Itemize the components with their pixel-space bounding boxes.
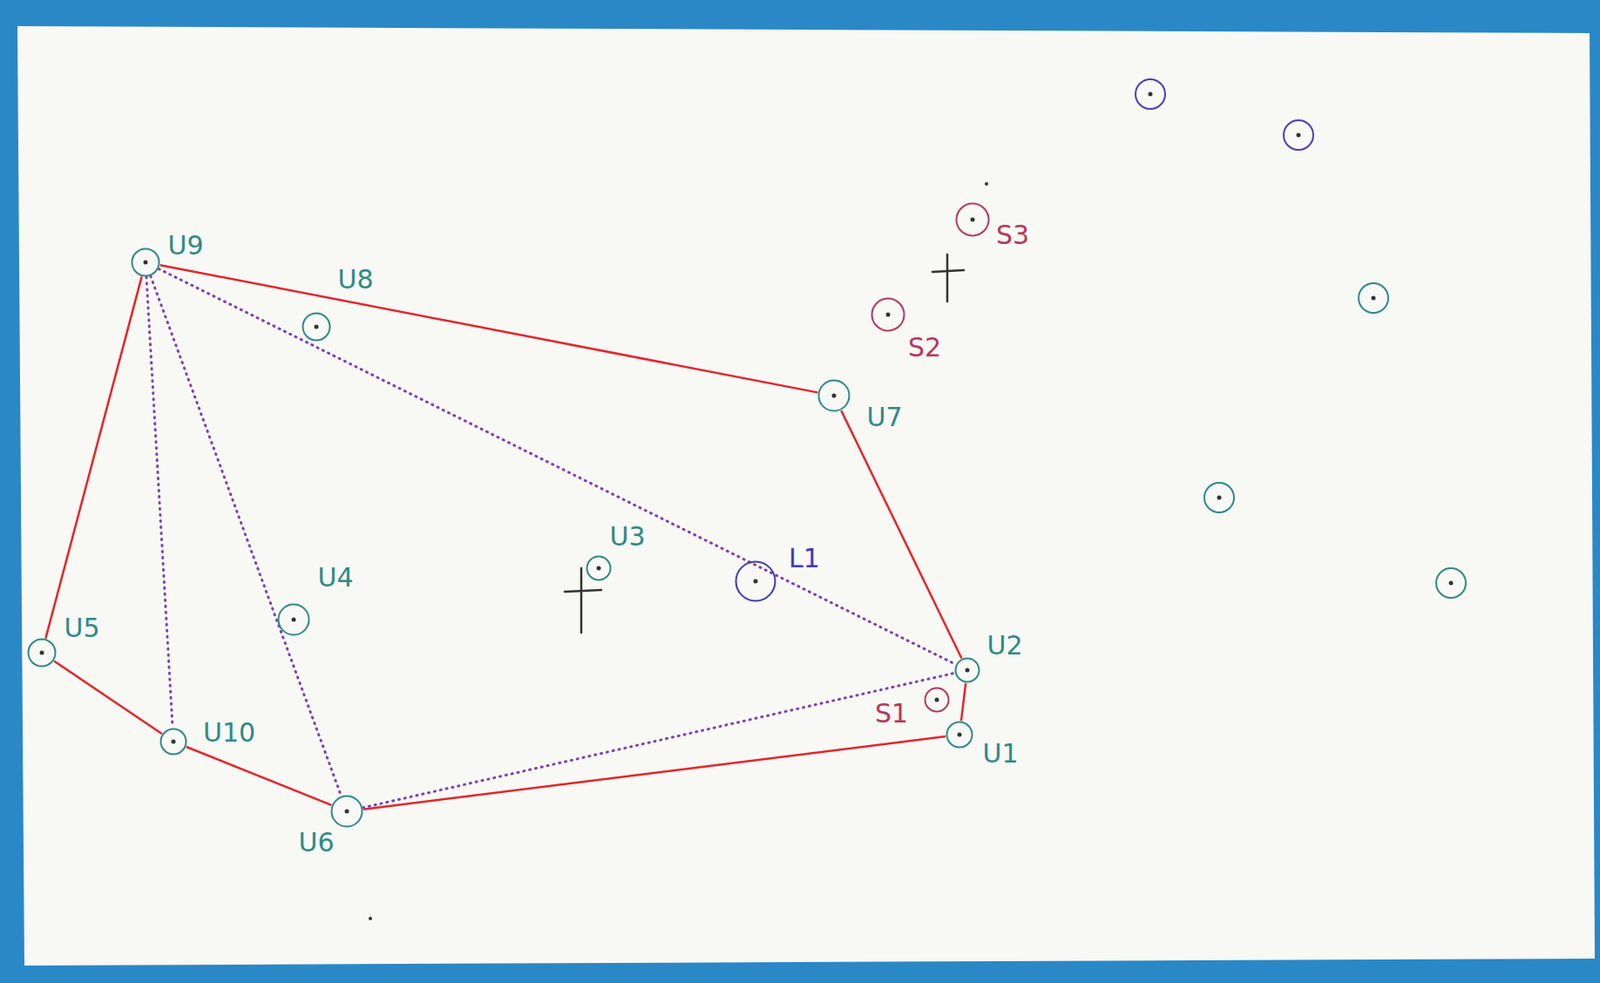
star-node: U10: [159, 727, 188, 756]
paper-sheet: [17, 26, 1595, 966]
star-label: U9: [164, 230, 206, 260]
star-circle: [734, 560, 777, 603]
star-dot: [965, 668, 970, 673]
star-marker: [1204, 283, 1466, 598]
hull-line: [54, 661, 163, 735]
dotted-line: [150, 276, 342, 796]
star-circle: [301, 311, 332, 342]
circle-outline: [278, 604, 310, 636]
star-node: U4: [277, 603, 311, 637]
star-dot: [935, 698, 940, 703]
star-circle: [130, 247, 161, 278]
star-dot: [143, 260, 149, 265]
circle-outline: [303, 313, 331, 341]
star-label: U7: [863, 402, 905, 432]
star-dot: [832, 393, 837, 399]
star-label: U4: [314, 562, 356, 592]
star-dot: [753, 579, 759, 584]
circle-outline: [956, 203, 990, 237]
star-label: U3: [606, 522, 648, 551]
circle-outline: [819, 380, 850, 412]
star-dot: [291, 617, 297, 623]
star-label: U5: [61, 613, 102, 643]
star-node: S3: [955, 202, 990, 238]
dotted-line: [146, 277, 173, 728]
star-node: U3: [585, 555, 612, 582]
star-circle: [277, 603, 311, 637]
circle-outline: [161, 729, 187, 755]
star-circle: [870, 297, 906, 333]
star-node: L1: [734, 560, 777, 603]
star-node: S1: [923, 686, 950, 713]
star-node: U6: [330, 794, 364, 828]
circle-outline: [947, 722, 973, 748]
circle-outline: [872, 298, 905, 332]
star-dot: [314, 325, 319, 330]
star-label: L1: [786, 543, 823, 573]
star-circle: [955, 202, 990, 238]
circle-outline: [587, 556, 611, 581]
hull-line: [363, 736, 946, 810]
star-label: S2: [905, 332, 944, 362]
circle-outline: [925, 688, 950, 712]
star-dot: [886, 312, 891, 318]
star-label: S3: [993, 220, 1032, 250]
star-marker: [1135, 79, 1314, 150]
star-node: U7: [817, 379, 851, 413]
star-dot: [40, 650, 45, 656]
circle-outline: [736, 562, 776, 602]
star-dot: [596, 566, 602, 571]
star-circle: [945, 720, 974, 749]
star-label: U2: [983, 630, 1025, 660]
star-label: U8: [334, 264, 376, 294]
star-circle: [159, 727, 188, 756]
star-dot: [345, 809, 350, 814]
star-circle: [27, 637, 57, 668]
star-dot: [368, 92, 1454, 922]
cross-mark: [564, 254, 964, 633]
hull-line: [961, 683, 966, 721]
dotted-line: [363, 672, 956, 807]
hull-line: [186, 746, 333, 806]
star-circle: [330, 794, 364, 828]
star-dot: [957, 732, 963, 738]
star-label: U6: [295, 827, 337, 857]
star-label: U1: [979, 738, 1021, 768]
star-node: U8: [301, 311, 332, 342]
star-node: U5: [27, 637, 57, 668]
star-circle: [923, 686, 950, 713]
star-node: U1: [945, 720, 974, 749]
star-node: S2: [870, 297, 906, 333]
star-label: S1: [872, 698, 911, 728]
dotted-line: [158, 269, 956, 665]
circle-outline: [955, 658, 980, 683]
hull-line: [840, 410, 962, 658]
star-circle: [585, 555, 612, 582]
circle-outline: [28, 639, 56, 667]
star-node: U2: [954, 657, 981, 684]
star-node: U9: [130, 247, 161, 278]
star-dot: [171, 739, 177, 745]
star-circle: [954, 657, 981, 684]
star-dot: [970, 217, 976, 223]
hull-line: [45, 276, 142, 638]
star-circle: [817, 379, 851, 413]
hull-line: [160, 264, 819, 393]
circle-outline: [332, 796, 363, 828]
circle-outline: [132, 249, 160, 277]
star-label: U10: [200, 718, 258, 747]
